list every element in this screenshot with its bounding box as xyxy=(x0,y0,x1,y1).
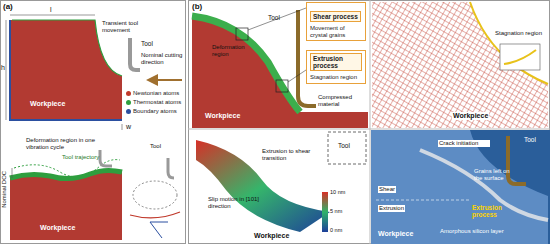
figure-label: Tool xyxy=(524,136,536,143)
figure-label: h xyxy=(1,64,5,72)
stagnation-line xyxy=(470,2,548,84)
panel-frame xyxy=(189,1,550,244)
stagnation-line xyxy=(504,50,536,64)
dimension-line xyxy=(122,124,123,130)
zoom-box xyxy=(276,80,288,92)
figure-label: Tool xyxy=(150,143,161,150)
figure-label: Tool xyxy=(338,142,350,149)
inset xyxy=(500,44,540,70)
atom-lattice xyxy=(372,2,548,128)
inset-heading: Extrusion process xyxy=(310,53,362,71)
inset-box: Extrusion processStagnation region xyxy=(306,50,366,84)
color-bar xyxy=(322,192,328,232)
inset-box: Shear processMovement of crystal grains xyxy=(306,2,366,41)
zoom-box xyxy=(236,28,248,40)
legend-swatch xyxy=(126,100,131,105)
figure-label: Compressed material xyxy=(318,94,366,107)
figure-label: Workpiece xyxy=(378,230,413,238)
figure-label: Workpiece xyxy=(452,112,489,120)
inset-text: Stagnation region xyxy=(310,74,362,81)
workpiece xyxy=(371,130,550,244)
legend-row: Thermostat atoms xyxy=(126,99,181,106)
tool xyxy=(100,150,112,166)
legend-swatch xyxy=(126,91,131,96)
divider xyxy=(370,0,371,244)
figure-label: Amorphous silicon layer xyxy=(440,228,504,235)
direction-arrow xyxy=(148,79,182,81)
figure-label: Slip motion in [101] direction xyxy=(208,196,268,209)
figure-label: l xyxy=(50,6,52,14)
boundary-line xyxy=(376,200,470,201)
velocity-vectors xyxy=(150,222,168,238)
vibration-ellipse xyxy=(133,181,177,209)
inset-text: Movement of crystal grains xyxy=(310,25,362,38)
zoom-line xyxy=(288,70,306,82)
figure-label: Deformation region in one vibration cycl… xyxy=(26,137,116,150)
figure-label: Extrusion to shear transition xyxy=(262,148,320,161)
boundary-atoms xyxy=(10,20,122,120)
figure-label: Crack initiation xyxy=(438,140,490,147)
workpiece xyxy=(192,16,368,128)
figure-label: (a) xyxy=(3,3,13,12)
tool xyxy=(168,158,174,178)
figure-label: Extrusion xyxy=(378,205,405,212)
deformation-region xyxy=(192,16,300,112)
figure-label: Extrusion process xyxy=(472,204,518,218)
figure-label: Stagnation region xyxy=(494,30,548,37)
figure-label: 10 nm xyxy=(330,189,345,195)
tool xyxy=(508,136,526,184)
figure-label: 0 nm xyxy=(330,227,342,233)
dimension-line xyxy=(12,168,13,178)
tool xyxy=(130,38,140,70)
figure-label: Deformation region xyxy=(212,44,252,57)
tool-trajectory xyxy=(14,160,120,177)
legend-text: Thermostat atoms xyxy=(133,99,181,106)
inset-heading: Shear process xyxy=(310,11,361,22)
shear-region xyxy=(371,130,548,244)
figure-label: Nominal cutting direction xyxy=(141,52,183,65)
figure-label: (b) xyxy=(192,3,202,12)
figure-label: Workpiece xyxy=(30,100,65,108)
workpiece xyxy=(10,20,122,120)
figure-label: Workpiece xyxy=(40,224,75,232)
dimension-line xyxy=(6,20,7,120)
divider xyxy=(188,129,550,130)
zoom-line xyxy=(248,8,306,30)
figure-label: Tool xyxy=(141,40,153,47)
figure-label: Grains left on the surface xyxy=(474,168,518,181)
height-map xyxy=(196,140,330,232)
figure-label: Transient tool movement xyxy=(102,20,142,33)
figure-label: Tool xyxy=(268,14,280,21)
workpiece xyxy=(10,170,122,240)
panel-frame xyxy=(1,1,186,244)
figure-label: 5 nm xyxy=(330,208,342,214)
legend-text: Boundary atoms xyxy=(133,108,177,115)
amorphous-layer xyxy=(420,150,548,220)
dimension-line xyxy=(10,15,95,16)
figure-label: Shear xyxy=(378,186,396,193)
cut-surface xyxy=(130,212,180,218)
legend-swatch xyxy=(126,109,131,114)
figure-label: Workpiece xyxy=(205,112,240,120)
legend-row: Boundary atoms xyxy=(126,108,177,115)
figure-label: Nominal DOC xyxy=(1,171,8,208)
figure-label: Tool trajectory xyxy=(62,154,102,161)
tool-outline xyxy=(328,132,366,164)
legend-text: Newtonian atoms xyxy=(133,90,179,97)
legend-row: Newtonian atoms xyxy=(126,90,179,97)
figure-label: w xyxy=(126,123,131,131)
figure-label: Workpiece xyxy=(254,232,289,240)
